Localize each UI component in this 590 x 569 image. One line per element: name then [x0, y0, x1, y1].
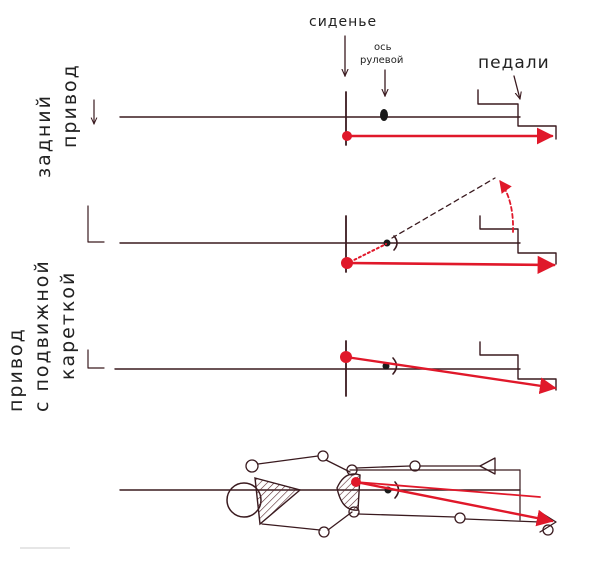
row23-label-arrow-upper [87, 205, 105, 243]
row1-rear-drive [119, 89, 557, 146]
row2-pivot-dotted-link [349, 243, 387, 263]
row2-drive-chain [345, 255, 556, 274]
row4-elbow-joint [317, 450, 329, 462]
row3-steering-bracket-icon [392, 357, 398, 375]
row23-label: привод с подвижной кареткой [5, 259, 79, 412]
row23-label-arrow-lower [87, 349, 105, 369]
row2-steering-axis-mark [383, 239, 391, 247]
row1-steering-axis-mark [380, 109, 388, 121]
row4-foot-upper [479, 457, 496, 475]
row4-forearm [325, 459, 351, 473]
row4-hip-joint [346, 464, 358, 476]
row4-rider-figure [119, 450, 557, 538]
row23-label-line2: с подвижной [31, 259, 53, 412]
row23-label-line1: привод [5, 327, 27, 412]
row3-drive-chain [344, 355, 557, 395]
steering-axis-label-line2: рулевой [360, 55, 403, 66]
row4-shoulder-joint [245, 459, 259, 473]
row4-foot-lower [539, 511, 557, 533]
row3-carriage-drive [114, 340, 557, 397]
row2-carriage-drive [119, 177, 557, 274]
row1-label: задний привод [33, 63, 81, 178]
row4-thigh-upper [355, 465, 411, 469]
row23-label-line3: кареткой [57, 271, 79, 380]
row1-pedal-bracket [477, 89, 557, 140]
row4-thigh-lower [357, 513, 456, 518]
row2-steering-bracket-icon [393, 235, 398, 251]
row1-label-line2: привод [59, 63, 81, 148]
seat-label: сиденье [309, 14, 377, 30]
row4-drive-chain [354, 480, 554, 527]
row4-shin-lower [464, 518, 541, 523]
row4-knee-lower-joint [454, 512, 466, 524]
row4-hand-line [327, 511, 353, 531]
row2-swing-dashed-line [391, 177, 496, 239]
row4-drive-chain-upper [355, 481, 541, 498]
row1-label-line1: задний [33, 94, 55, 178]
row4-upper-arm [257, 455, 319, 465]
row4-hand-joint [318, 526, 330, 538]
pedals-label: педали [478, 53, 550, 73]
row4-lower-arm [261, 523, 321, 531]
pedals-pointer-arrow [513, 75, 520, 99]
row4-torso-hatched [254, 477, 302, 526]
steering-axis-label-line1: ось [374, 42, 392, 53]
row4-hip-lower-joint [348, 506, 360, 518]
row2-pedal-bracket [479, 215, 557, 265]
row2-swing-arc-arrow [499, 179, 514, 233]
